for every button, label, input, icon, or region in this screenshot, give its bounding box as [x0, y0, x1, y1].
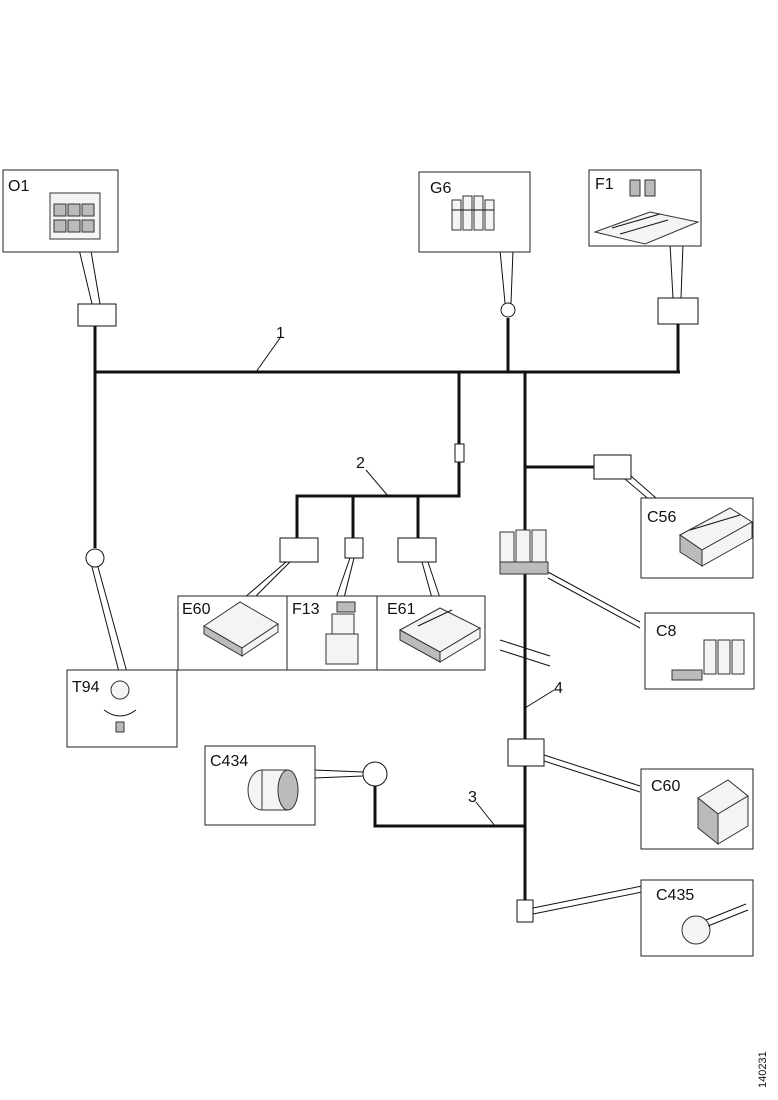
component-t94: T94 — [66, 669, 178, 748]
component-c434: C434 — [204, 745, 316, 826]
label-e61: E61 — [387, 601, 416, 618]
harness-wires — [93, 310, 680, 900]
connector-symbols — [77, 297, 699, 923]
c60-picture — [697, 779, 749, 846]
harness-number-1: 1 — [276, 325, 285, 342]
f13-picture — [325, 601, 359, 665]
component-c435: C435 — [640, 879, 754, 957]
c56-picture — [679, 507, 753, 567]
o1-picture — [49, 192, 101, 240]
connector-c60 — [507, 738, 545, 767]
label-g6: G6 — [430, 180, 451, 197]
label-c60: C60 — [651, 778, 680, 795]
component-e61: E61 — [376, 595, 486, 671]
connector-e61 — [397, 537, 437, 563]
document-id: 140231 — [757, 1051, 769, 1088]
component-e60: E60 — [177, 595, 288, 671]
label-e60: E60 — [182, 601, 211, 618]
harness-numbers: 1 2 3 4 — [276, 325, 563, 806]
harness-3-branch — [373, 786, 525, 828]
connector-c435 — [516, 899, 534, 923]
leader-lines — [77, 243, 684, 915]
c8-picture — [671, 639, 745, 681]
label-c8: C8 — [656, 623, 677, 640]
component-f13: F13 — [286, 595, 378, 671]
c435-picture — [681, 903, 749, 945]
component-f1: F1 — [588, 169, 702, 247]
component-c8: C8 — [644, 612, 755, 690]
label-c434: C434 — [210, 753, 248, 770]
component-c60: C60 — [640, 768, 754, 850]
harness-number-4: 4 — [554, 680, 563, 697]
component-o1: O1 — [2, 169, 119, 253]
harness-number-3: 3 — [468, 789, 477, 806]
label-c56: C56 — [647, 509, 676, 526]
e60-picture — [203, 601, 279, 657]
label-c435: C435 — [656, 887, 694, 904]
c434-picture — [247, 769, 299, 811]
connector-f1 — [657, 297, 699, 325]
component-g6: G6 — [418, 171, 531, 253]
component-c56: C56 — [640, 497, 754, 579]
g6-picture — [451, 195, 495, 231]
inline-connector — [454, 443, 465, 463]
connector-e60 — [279, 537, 319, 563]
label-f1: F1 — [595, 176, 614, 193]
e61-picture — [398, 607, 482, 663]
t94-picture — [103, 680, 137, 733]
c8-loose-picture — [499, 529, 549, 575]
label-f13: F13 — [292, 601, 320, 618]
break-marks — [499, 639, 551, 667]
connector-t94 — [85, 548, 105, 568]
connector-f13 — [344, 537, 364, 559]
connector-g6 — [500, 302, 516, 318]
label-o1: O1 — [8, 178, 29, 195]
f1-picture — [593, 179, 700, 245]
connector-c434 — [362, 761, 388, 787]
label-t94: T94 — [72, 679, 100, 696]
connector-c56 — [593, 454, 632, 480]
connector-o1 — [77, 303, 117, 327]
harness-2-drop — [295, 372, 461, 538]
harness-number-2: 2 — [356, 455, 365, 472]
